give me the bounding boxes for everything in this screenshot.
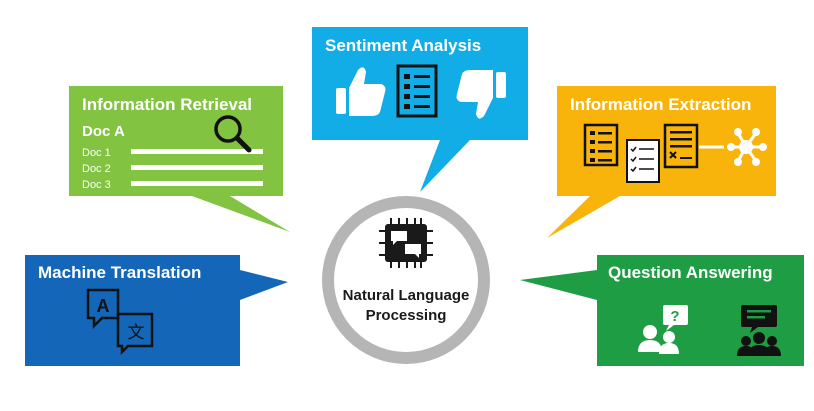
network-icon [727,128,767,166]
question-person-icon: ? [638,305,688,354]
doc-bar-3 [131,181,263,186]
form-icon [663,123,699,169]
glyph-a: A [97,296,110,316]
card-translation: Machine Translation A 文 [25,255,288,366]
card-retrieval: Information Retrieval Doc A Doc 1 Doc 2 … [69,86,290,232]
doc-item-2: Doc 2 [82,163,111,175]
chip-chat-icon [379,218,433,268]
doc-item-1: Doc 1 [82,147,111,159]
hub-label-line1: Natural Language [343,287,470,304]
retrieval-bubble [69,86,290,232]
doc-bar-1 [131,149,263,154]
thumbs-up-icon [336,67,386,116]
retrieval-title: Information Retrieval [82,95,252,114]
extraction-title: Information Extraction [570,95,751,114]
qa-bubble [520,255,804,366]
hub: Natural Language Processing [322,196,490,364]
translation-title: Machine Translation [38,263,201,282]
hub-label-line2: Processing [366,307,447,324]
doc-item-3: Doc 3 [82,179,111,191]
retrieval-doc-main: Doc A [82,123,125,140]
checklist-icon [583,123,619,167]
card-sentiment: Sentiment Analysis [312,27,528,192]
hub-center [334,208,478,352]
language-icon: A 文 [86,288,154,356]
qa-title: Question Answering [608,263,773,282]
group-answer-icon [737,305,781,356]
card-qa: Question Answering ? [520,255,804,366]
translation-bubble [25,255,288,366]
question-mark: ? [670,308,679,325]
checked-form-icon [626,139,660,183]
glyph-b: 文 [128,323,145,343]
magnifier-icon [214,115,252,153]
doc-bar-2 [131,165,263,170]
sentiment-title: Sentiment Analysis [325,36,481,55]
card-extraction: Information Extraction [547,86,776,238]
thumbs-down-icon [456,70,506,119]
checklist-icon [396,64,438,118]
